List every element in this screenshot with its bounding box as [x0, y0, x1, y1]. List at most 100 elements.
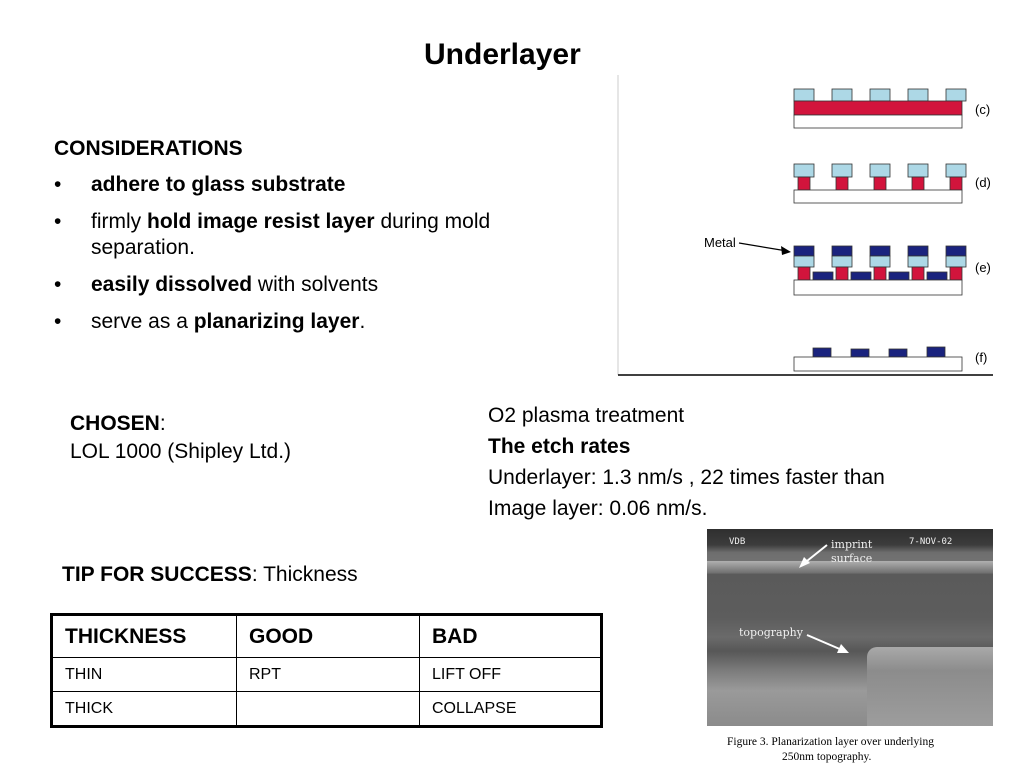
resist-block [793, 88, 815, 102]
metal-floor [926, 271, 948, 281]
table-header: GOOD [236, 614, 420, 658]
process-diagram: (c) (d) Metal [617, 75, 993, 376]
consideration-bold: planarizing layer [193, 310, 360, 333]
page-title: Underlayer [424, 38, 581, 71]
bullet-icon: • [54, 173, 62, 196]
chosen-label: CHOSEN [70, 412, 160, 435]
table-cell [236, 691, 420, 727]
consideration-text: firmly [91, 210, 147, 233]
metal-cap [869, 245, 891, 257]
consideration-item: • serve as a planarizing layer. [54, 309, 491, 335]
consideration-bold: hold image resist layer [147, 210, 375, 233]
consideration-text: during mold separation. [91, 210, 491, 259]
resist-block [793, 163, 815, 178]
underlayer-pillar [911, 176, 925, 191]
arrow-head-icon [837, 644, 849, 653]
topography-arrow [806, 634, 843, 651]
metal-cap [793, 245, 815, 257]
chosen-section: CHOSEN: LOL 1000 (Shipley Ltd.) [70, 410, 291, 466]
consideration-text: serve as a [91, 310, 194, 333]
substrate [793, 189, 963, 204]
step-e: Metal (e) [704, 235, 991, 296]
resist-block [869, 255, 891, 268]
imprint-label: imprint surface [831, 538, 873, 565]
substrate [793, 356, 963, 372]
consideration-text: with solvents [252, 273, 379, 296]
resist-block [869, 88, 891, 102]
thickness-table: THICKNESS GOOD BAD THIN RPT LIFT OFF THI… [50, 613, 603, 728]
step-label: (d) [975, 175, 991, 190]
table-cell: THICK [51, 691, 237, 727]
resist-block [831, 255, 853, 268]
resist-block [907, 163, 929, 178]
step-d: (d) [793, 163, 991, 204]
table-row: THICK COLLAPSE [51, 691, 602, 727]
metal-pattern [926, 346, 946, 358]
etch-line-3: Underlayer: 1.3 nm/s , 22 times faster t… [488, 466, 885, 489]
resist-block [831, 88, 853, 102]
underlayer-pillar [797, 266, 811, 281]
substrate [793, 114, 963, 129]
underlayer-pillar [873, 266, 887, 281]
resist-block [907, 255, 929, 268]
consideration-item: • adhere to glass substrate [54, 172, 491, 198]
etch-line-4: Image layer: 0.06 nm/s. [488, 497, 708, 520]
resist-block [945, 88, 967, 102]
step-label: (e) [975, 260, 991, 275]
resist-block [869, 163, 891, 178]
tip-label: TIP FOR SUCCESS [62, 563, 252, 586]
metal-pattern [850, 348, 870, 358]
table-header-row: THICKNESS GOOD BAD [51, 614, 602, 658]
metal-arrow [738, 242, 788, 252]
consideration-text: . [359, 310, 366, 333]
step-label: (c) [975, 102, 990, 117]
imprint-surface-band [707, 561, 993, 573]
table-header: THICKNESS [51, 614, 237, 658]
resist-block [907, 88, 929, 102]
table-row: THIN RPT LIFT OFF [51, 657, 602, 692]
bullet-icon: • [54, 310, 62, 333]
resist-block [945, 255, 967, 268]
arrow-head-icon [781, 246, 791, 255]
arrow-head-icon [799, 557, 810, 568]
etch-rates-section: O2 plasma treatment The etch rates Under… [488, 400, 885, 524]
bullet-icon: • [54, 273, 62, 296]
underlayer [793, 100, 963, 116]
figure-caption: Figure 3. Planarization layer over under… [727, 735, 987, 765]
table-cell: LIFT OFF [419, 657, 602, 692]
underlayer-pillar [835, 266, 849, 281]
topography-label: topography [739, 626, 803, 639]
step-c: (c) [793, 88, 990, 129]
underlayer-pillar [949, 266, 963, 281]
substrate [793, 279, 963, 296]
bullet-icon: • [54, 210, 62, 233]
considerations-heading: CONSIDERATIONS [54, 137, 243, 160]
consideration-bold: adhere to glass substrate [91, 173, 346, 196]
sem-corner-left: VDB [729, 537, 746, 547]
considerations-section: CONSIDERATIONS • adhere to glass substra… [54, 136, 491, 346]
caption-line-2: 250nm topography. [782, 751, 872, 763]
tip-text: : Thickness [251, 563, 358, 586]
tip-for-success: TIP FOR SUCCESS: Thickness [62, 563, 358, 587]
chosen-colon: : [159, 412, 166, 435]
underlayer-pillar [797, 176, 811, 191]
topography-step [867, 647, 993, 726]
etch-line-1: O2 plasma treatment [488, 404, 685, 427]
metal-pattern [888, 348, 908, 358]
underlayer-pillar [949, 176, 963, 191]
resist-block [793, 255, 815, 268]
consideration-item: • firmly hold image resist layer during … [54, 209, 491, 261]
underlayer-pillar [911, 266, 925, 281]
sem-arrows [799, 544, 849, 653]
consideration-item: • easily dissolved with solvents [54, 272, 491, 298]
caption-line-1: Figure 3. Planarization layer over under… [727, 736, 934, 748]
table-cell: THIN [51, 657, 237, 692]
metal-pattern [812, 347, 832, 358]
sem-micrograph: VDB 7-NOV-02 imprint surface topography [707, 529, 993, 726]
sem-corner-right: 7-NOV-02 [909, 537, 953, 547]
consideration-bold: easily dissolved [91, 273, 253, 296]
metal-cap [907, 245, 929, 257]
metal-floor [888, 271, 910, 281]
metal-cap [831, 245, 853, 257]
etch-heading: The etch rates [488, 435, 631, 458]
